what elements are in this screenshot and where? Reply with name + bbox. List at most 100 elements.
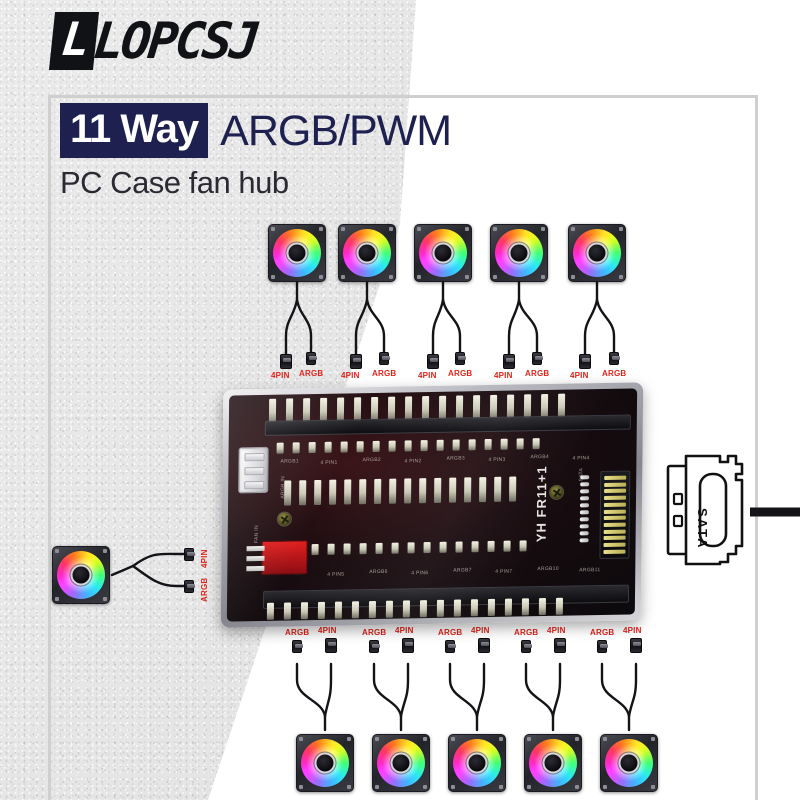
- fan-screw-icon: [499, 785, 503, 789]
- connector-plug-4pin: [503, 354, 515, 369]
- fan-screw-icon: [55, 597, 59, 601]
- fan-hub: [358, 244, 376, 262]
- connector-label-argb: ARGB: [514, 628, 539, 637]
- fan-hub: [544, 754, 562, 772]
- fan-screw-icon: [103, 549, 107, 553]
- fan-screw-icon: [319, 275, 323, 279]
- fan-rgb-ring: [57, 551, 105, 599]
- logo-wordmark: LOPCSJ: [90, 12, 260, 70]
- fan-hub-pcb-board: ARGB1 4 PIN1 ARGB2 4 PIN2 ARGB3 4 PIN3 A…: [220, 382, 644, 628]
- fan-screw-icon: [541, 275, 545, 279]
- fan-hub: [72, 566, 90, 584]
- bottom-fan-9: [524, 734, 582, 792]
- connector-plug-argb: [445, 640, 456, 653]
- top-fan-2: [338, 224, 396, 282]
- left-fan-11: [52, 546, 110, 604]
- connector-plug-4pin: [554, 638, 566, 653]
- fan-screw-icon: [299, 737, 303, 741]
- fan-hub: [468, 754, 486, 772]
- connector-label-argb: ARGB: [299, 369, 324, 378]
- fan-screw-icon: [347, 737, 351, 741]
- fan-rgb-ring: [301, 739, 349, 787]
- fan-screw-icon: [375, 785, 379, 789]
- connector-plug-4pin: [630, 638, 642, 653]
- top-fan-1: [268, 224, 326, 282]
- top-fan-4: [490, 224, 548, 282]
- fan-screw-icon: [571, 275, 575, 279]
- fan-screw-icon: [389, 227, 393, 231]
- fan-screw-icon: [541, 227, 545, 231]
- bottom-fan-10: [600, 734, 658, 792]
- fan-hub: [620, 754, 638, 772]
- connector-label-argb: ARGB: [525, 369, 550, 378]
- fan-screw-icon: [103, 597, 107, 601]
- page-subtitle: PC Case fan hub: [60, 165, 289, 200]
- fan-hub: [316, 754, 334, 772]
- connector-plug-argb: [609, 352, 620, 365]
- connector-label-argb: ARGB: [362, 628, 387, 637]
- bottom-fan-8: [448, 734, 506, 792]
- fan-screw-icon: [571, 227, 575, 231]
- bottom-fan-7: [372, 734, 430, 792]
- sata-plug-label: SATA: [695, 508, 710, 550]
- fan-rgb-ring: [453, 739, 501, 787]
- connector-label-4pin: 4PIN: [418, 371, 437, 380]
- connector-label-argb: ARGB: [438, 628, 463, 637]
- connector-label-argb: ARGB: [372, 369, 397, 378]
- connector-plug-argb: [597, 640, 608, 653]
- fan-screw-icon: [375, 737, 379, 741]
- connector-label-4pin: 4PIN: [341, 371, 360, 380]
- fan-screw-icon: [619, 227, 623, 231]
- connector-label-4pin: 4PIN: [271, 371, 290, 380]
- fan-screw-icon: [493, 227, 497, 231]
- connector-plug-4pin: [325, 638, 337, 653]
- fan-screw-icon: [575, 785, 579, 789]
- connector-label-4pin: 4PIN: [318, 626, 337, 635]
- connector-plug-4pin: [579, 354, 591, 369]
- fan-screw-icon: [55, 549, 59, 553]
- connector-label-4pin-left: 4PIN: [200, 549, 209, 568]
- top-fan-5: [568, 224, 626, 282]
- bottom-fan-6: [296, 734, 354, 792]
- connector-plug-argb: [292, 640, 303, 653]
- connector-label-argb: ARGB: [285, 628, 310, 637]
- fan-screw-icon: [347, 785, 351, 789]
- fan-hub: [434, 244, 452, 262]
- connector-label-argb: ARGB: [590, 628, 615, 637]
- headline: 11 Way ARGB/PWM: [60, 103, 452, 158]
- connector-plug-argb: [455, 352, 466, 365]
- connector-plug-argb: [306, 352, 317, 365]
- connector-label-argb: ARGB: [448, 369, 473, 378]
- fan-screw-icon: [651, 737, 655, 741]
- top-fan-3: [414, 224, 472, 282]
- fan-screw-icon: [619, 275, 623, 279]
- board-outer-shell: ARGB1 4 PIN1 ARGB2 4 PIN2 ARGB3 4 PIN3 A…: [220, 382, 644, 628]
- fan-screw-icon: [423, 785, 427, 789]
- connector-plug-argb: [521, 640, 532, 653]
- headline-way-badge: 11 Way: [60, 103, 209, 158]
- connector-label-4pin: 4PIN: [494, 371, 513, 380]
- connector-plug-4pin: [402, 638, 414, 653]
- fan-screw-icon: [319, 227, 323, 231]
- fan-screw-icon: [451, 785, 455, 789]
- connector-label-argb: ARGB: [602, 369, 627, 378]
- fan-rgb-ring: [495, 229, 543, 277]
- headline-product-type: ARGB/PWM: [220, 107, 452, 155]
- fan-screw-icon: [451, 737, 455, 741]
- board-pcb-surface: ARGB1 4 PIN1 ARGB2 4 PIN2 ARGB3 4 PIN3 A…: [226, 388, 638, 622]
- fan-screw-icon: [499, 737, 503, 741]
- connector-label-4pin: 4PIN: [471, 626, 490, 635]
- fan-screw-icon: [603, 785, 607, 789]
- fan-screw-icon: [389, 275, 393, 279]
- connector-label-4pin: 4PIN: [570, 371, 589, 380]
- fan-screw-icon: [341, 227, 345, 231]
- fan-screw-icon: [603, 737, 607, 741]
- fan-screw-icon: [651, 785, 655, 789]
- connector-label-4pin: 4PIN: [623, 626, 642, 635]
- connector-plug-argb: [369, 640, 380, 653]
- fan-screw-icon: [271, 275, 275, 279]
- connector-plug-4pin: [184, 548, 195, 561]
- fan-screw-icon: [493, 275, 497, 279]
- fan-screw-icon: [465, 275, 469, 279]
